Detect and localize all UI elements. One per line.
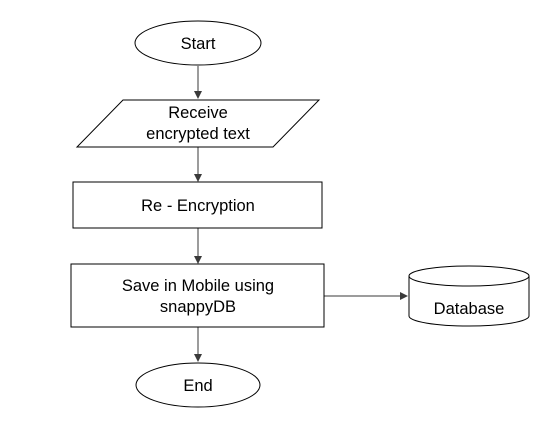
start-node: Start (134, 20, 262, 66)
reencrypt-label: Re - Encryption (141, 197, 255, 215)
database-cylinder-icon (408, 276, 530, 327)
receive-node: Receive encrypted text (75, 99, 321, 148)
end-node: End (135, 362, 261, 408)
save-label-line-1: Save in Mobile using (122, 277, 274, 295)
save-label-line-2: snappyDB (160, 298, 236, 316)
reencrypt-node: Re - Encryption (72, 181, 323, 229)
database-label: Database (434, 300, 505, 318)
end-label: End (183, 377, 212, 395)
database-node: Database (408, 265, 530, 327)
receive-label-line-1: Receive (168, 104, 228, 122)
start-label: Start (181, 35, 216, 53)
receive-label-line-2: encrypted text (146, 125, 250, 143)
save-node: Save in Mobile using snappyDB (70, 263, 325, 328)
